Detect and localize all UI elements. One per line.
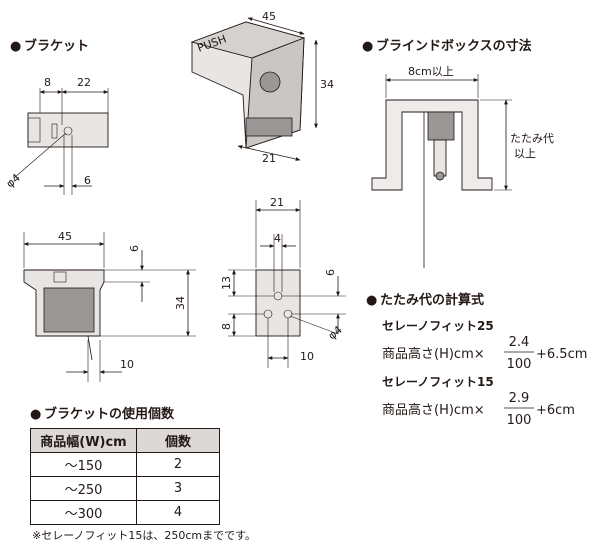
blind-stack	[433, 139, 447, 177]
bullet-usage: ●	[30, 407, 41, 422]
table-cell-width: ～250	[30, 476, 137, 501]
table-header-count: 個数	[136, 428, 220, 453]
dim-front-13: 13	[220, 276, 233, 290]
bracket-clip	[245, 117, 293, 137]
table-cell-width: ～150	[30, 452, 137, 477]
dim-iso-45: 45	[262, 10, 276, 23]
dim-side-45: 45	[58, 230, 72, 243]
dim-front-6: 6	[324, 269, 337, 276]
heading-box: ブラインドボックスの寸法	[376, 38, 532, 54]
table-cell-count: 2	[136, 452, 220, 477]
dim-top-6: 6	[84, 174, 91, 187]
formula-1-suffix: +6.5cm	[536, 347, 587, 362]
table-header-width: 商品幅(W)cm	[30, 428, 137, 453]
leader-top-phi4	[13, 132, 67, 179]
bracket-usage-table: 商品幅(W)cm 個数 ～150 2 ～250 3 ～300 4	[30, 428, 220, 525]
dim-front-8: 8	[220, 323, 233, 330]
dim-front-4: 4	[274, 232, 281, 245]
dim-side-6: 6	[128, 245, 141, 252]
formula-1-denominator: 100	[507, 357, 532, 372]
dim-front-10: 10	[300, 350, 314, 363]
dim-iso-34: 34	[320, 78, 334, 91]
formula-1-name: セレーノフィット25	[382, 319, 494, 333]
table-row: ～150 2	[30, 452, 220, 477]
bullet-bracket: ●	[10, 39, 21, 54]
table-row: ～300 4	[30, 500, 220, 525]
dim-side-34: 34	[174, 296, 187, 310]
bracket-isometric-view: PUSH	[190, 21, 306, 149]
box-fold-label-2: 以上	[514, 147, 536, 160]
table-header-row: 商品幅(W)cm 個数	[30, 428, 220, 453]
formula-2-name: セレーノフィット15	[382, 375, 494, 389]
formula-2-numerator: 2.9	[509, 391, 530, 406]
table-cell-count: 4	[136, 500, 220, 525]
bracket-side-view	[23, 269, 105, 361]
dim-front-21: 21	[270, 196, 284, 209]
footnote: ※セレーノフィット15は、250cmまでです。	[32, 529, 256, 542]
blind-headrail	[427, 111, 455, 141]
formula-1-prefix: 商品高さ(H)cm×	[382, 346, 485, 362]
formula-2-suffix: +6cm	[536, 403, 575, 418]
dim-line-iso-45	[247, 17, 305, 35]
heading-usage: ブラケットの使用個数	[44, 406, 175, 422]
dim-top-phi4: φ4	[4, 171, 23, 190]
box-fold-label-1: たたみ代	[510, 132, 554, 145]
heading-fold: たたみ代の計算式	[380, 292, 484, 308]
formula-2-prefix: 商品高さ(H)cm×	[382, 402, 485, 418]
leader-front-phi4	[289, 315, 339, 335]
table-cell-width: ～300	[30, 500, 137, 525]
formula-2-denominator: 100	[507, 413, 532, 428]
dim-line-iso-21	[237, 145, 301, 161]
table-cell-count: 3	[136, 476, 220, 501]
blind-box-diagram	[371, 99, 493, 268]
dim-iso-21: 21	[262, 152, 276, 165]
formula-1-numerator: 2.4	[509, 335, 530, 350]
bracket-top-view	[27, 112, 109, 148]
bullet-box: ●	[362, 39, 373, 54]
bracket-front-view	[255, 269, 301, 337]
bracket-hook	[259, 71, 281, 93]
dim-top-22: 22	[77, 76, 91, 89]
bullet-fold: ●	[366, 293, 377, 308]
box-width-label: 8cm以上	[408, 65, 454, 78]
dim-side-10: 10	[120, 358, 134, 371]
dim-top-8: 8	[44, 76, 51, 89]
heading-bracket: ブラケット	[24, 38, 89, 54]
table-row: ～250 3	[30, 476, 220, 501]
dim-front-phi4: φ4	[326, 323, 345, 342]
